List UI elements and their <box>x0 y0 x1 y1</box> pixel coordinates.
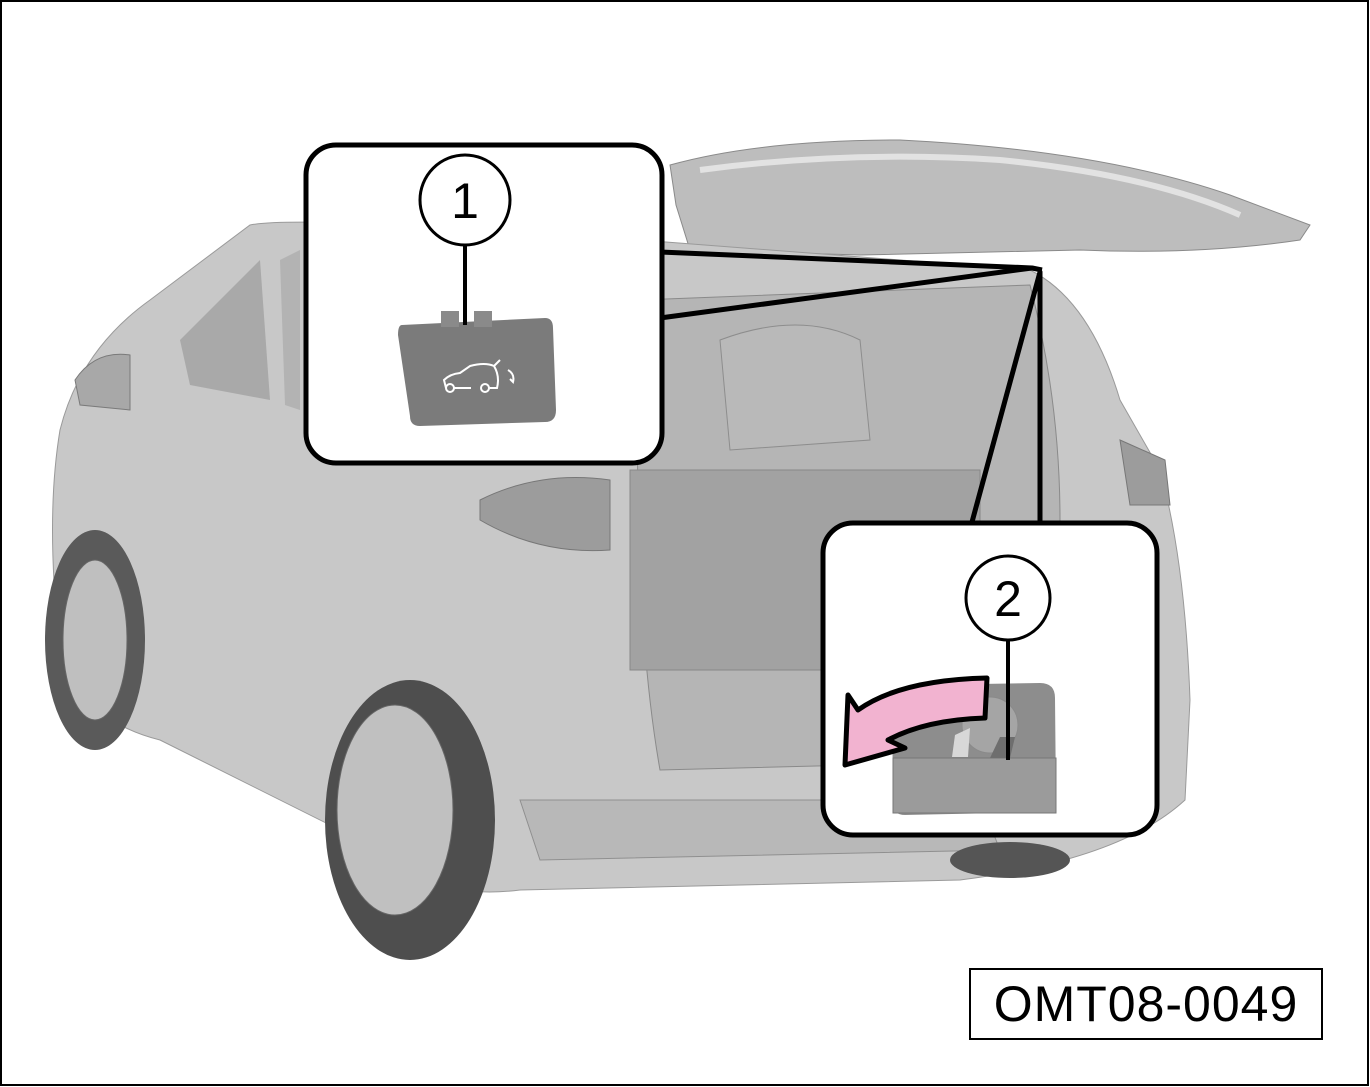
switch-cover <box>398 318 556 426</box>
tailgate <box>669 139 1311 256</box>
callout-1-number: 1 <box>451 173 479 229</box>
callout-2-panel: 2 <box>820 520 1160 838</box>
callout-1-panel: 1 <box>303 142 665 466</box>
callout-1-circle <box>418 153 512 247</box>
removal-direction-arrow <box>842 675 990 768</box>
callout-2-number: 2 <box>994 571 1022 627</box>
side-mirror <box>74 353 131 411</box>
tailgate-open-icon <box>442 359 515 393</box>
callout-2-circle <box>964 554 1052 642</box>
figure-code-label: OMT08-0049 <box>969 968 1323 1040</box>
callout-2-leader <box>969 265 1043 523</box>
